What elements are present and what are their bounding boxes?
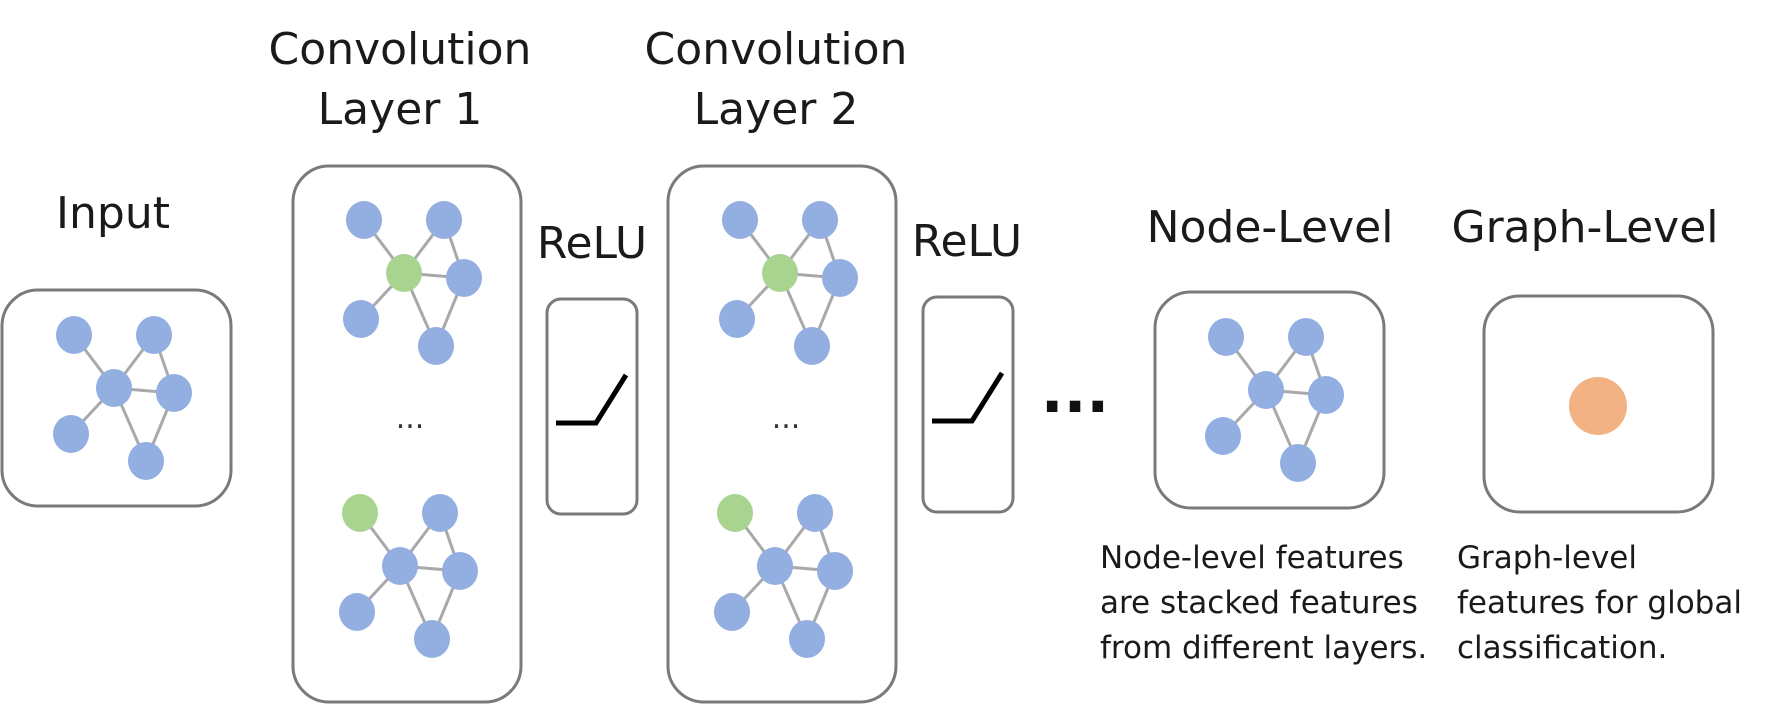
graph-node	[797, 494, 833, 532]
graph-node	[817, 552, 853, 590]
graph-node	[446, 259, 482, 297]
relu2-curve-icon	[932, 371, 1005, 424]
conv1-ellipsis: ...	[396, 401, 425, 436]
graph-node	[339, 593, 375, 631]
graph-node	[1280, 444, 1316, 482]
conv2-graph-top	[719, 201, 858, 365]
relu1-box	[545, 297, 639, 516]
graph-node-highlighted	[717, 494, 753, 532]
conv1-title-line2: Layer 1	[318, 84, 483, 135]
graph-node	[422, 494, 458, 532]
conv2-title-line1: Convolution	[645, 24, 908, 75]
graph-node-highlighted	[386, 254, 422, 292]
graph-node	[1308, 376, 1344, 414]
conv1-title-line1: Convolution	[269, 24, 532, 75]
graph-node	[1205, 417, 1241, 455]
graph-level-title: Graph-Level	[1452, 202, 1719, 253]
node-level-box	[1153, 290, 1386, 510]
continuation-ellipsis: ...	[1041, 357, 1109, 427]
node-level-caption-line3: from different layers.	[1100, 630, 1427, 666]
conv1-graph-top	[343, 201, 482, 365]
graph-node	[343, 300, 379, 338]
relu2-title: ReLU	[912, 216, 1022, 267]
conv2-ellipsis: ...	[772, 401, 801, 436]
graph-node	[719, 300, 755, 338]
graph-node	[714, 593, 750, 631]
graph-level-caption-line3: classification.	[1457, 630, 1667, 666]
graph-node	[442, 552, 478, 590]
graph-node	[56, 316, 92, 354]
relu1-title: ReLU	[537, 218, 647, 269]
graph-node-highlighted	[762, 254, 798, 292]
graph-node	[418, 327, 454, 365]
graph-node	[156, 374, 192, 412]
input-graph	[53, 316, 192, 480]
graph-node	[426, 201, 462, 239]
graph-node	[96, 369, 132, 407]
conv2-graph-bottom	[714, 494, 853, 658]
graph-node	[382, 547, 418, 585]
graph-level-caption-line1: Graph-level	[1457, 540, 1637, 576]
node-level-caption-line2: are stacked features	[1100, 585, 1418, 621]
node-level-caption-line1: Node-level features	[1100, 540, 1404, 576]
input-box	[0, 288, 233, 508]
node-level-title: Node-Level	[1147, 202, 1394, 253]
graph-node	[1248, 371, 1284, 409]
graph-node	[822, 259, 858, 297]
graph-node	[346, 201, 382, 239]
graph-node	[789, 620, 825, 658]
conv1-box	[291, 164, 523, 704]
conv2-box	[666, 164, 898, 704]
node-level-graph	[1205, 318, 1344, 482]
graph-level-box	[1482, 294, 1715, 514]
conv1-graph-bottom	[339, 494, 478, 658]
graph-node-highlighted	[342, 494, 378, 532]
relu2-box	[921, 295, 1015, 514]
relu1-curve-icon	[556, 373, 629, 426]
graph-level-node	[1569, 377, 1627, 435]
graph-node	[802, 201, 838, 239]
input-title: Input	[56, 188, 170, 239]
conv2-title-line2: Layer 2	[694, 84, 859, 135]
graph-node	[136, 316, 172, 354]
graph-node	[53, 415, 89, 453]
graph-level-caption-line2: features for global	[1457, 585, 1742, 621]
graph-node	[128, 442, 164, 480]
graph-node	[722, 201, 758, 239]
graph-node	[1208, 318, 1244, 356]
graph-node	[794, 327, 830, 365]
graph-node	[1288, 318, 1324, 356]
graph-node	[757, 547, 793, 585]
graph-node	[414, 620, 450, 658]
